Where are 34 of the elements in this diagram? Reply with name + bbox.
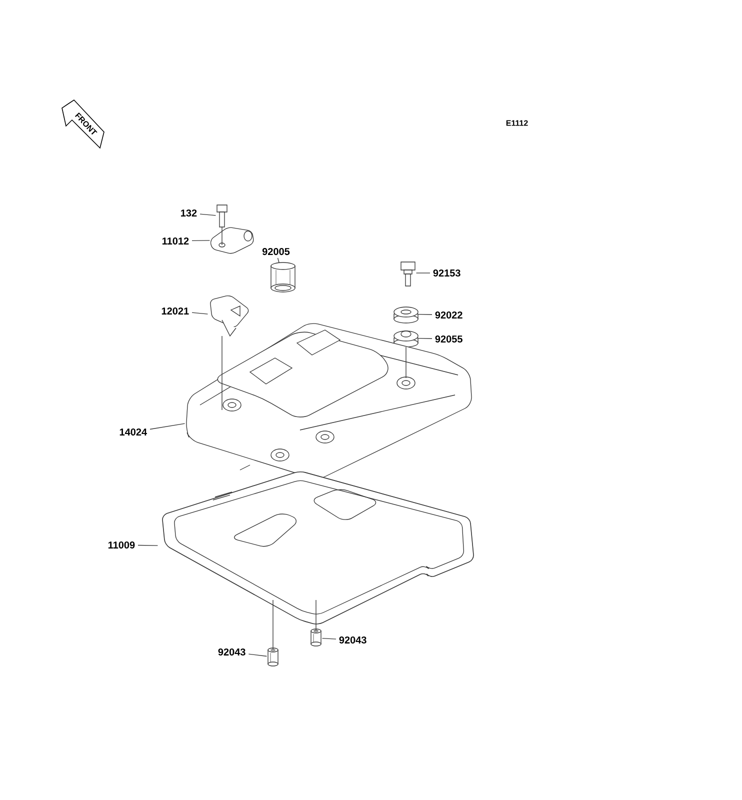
leader-line (418, 314, 432, 315)
dowel-drawing (268, 648, 278, 666)
leader-line (322, 638, 336, 640)
part-number: 11012 (162, 237, 189, 245)
part-number: 132 (181, 209, 197, 217)
leader-line (192, 240, 210, 242)
leader-line (248, 654, 268, 657)
housing-drawing (210, 227, 254, 254)
part-number: 92022 (435, 311, 462, 319)
leader-line (416, 272, 430, 274)
leader-line (150, 423, 186, 430)
leader-line (200, 214, 216, 216)
part-number: 92055 (435, 335, 462, 343)
bolt-drawing (400, 262, 416, 286)
leader-line (138, 544, 158, 546)
valve-cover-drawing (186, 323, 472, 479)
plate-drawing (210, 295, 249, 337)
leader-line (192, 312, 208, 314)
leader-line (277, 258, 280, 264)
part-number: 92043 (218, 648, 246, 656)
part-number: 14024 (120, 428, 147, 436)
part-number: 12021 (162, 307, 189, 315)
part-number: 92005 (262, 248, 290, 256)
gasket-drawing (162, 472, 474, 624)
drawing-code: E1112 (506, 120, 528, 126)
part-number: 11009 (108, 541, 135, 549)
assembly-line (272, 600, 274, 650)
washer-drawing (394, 306, 418, 324)
part-number: 92153 (433, 269, 460, 277)
part-number: 92043 (339, 636, 366, 644)
leader-line (418, 338, 432, 339)
pipe-drawing (270, 262, 296, 292)
dowel-drawing (310, 628, 322, 646)
bolt-drawing (216, 204, 228, 228)
